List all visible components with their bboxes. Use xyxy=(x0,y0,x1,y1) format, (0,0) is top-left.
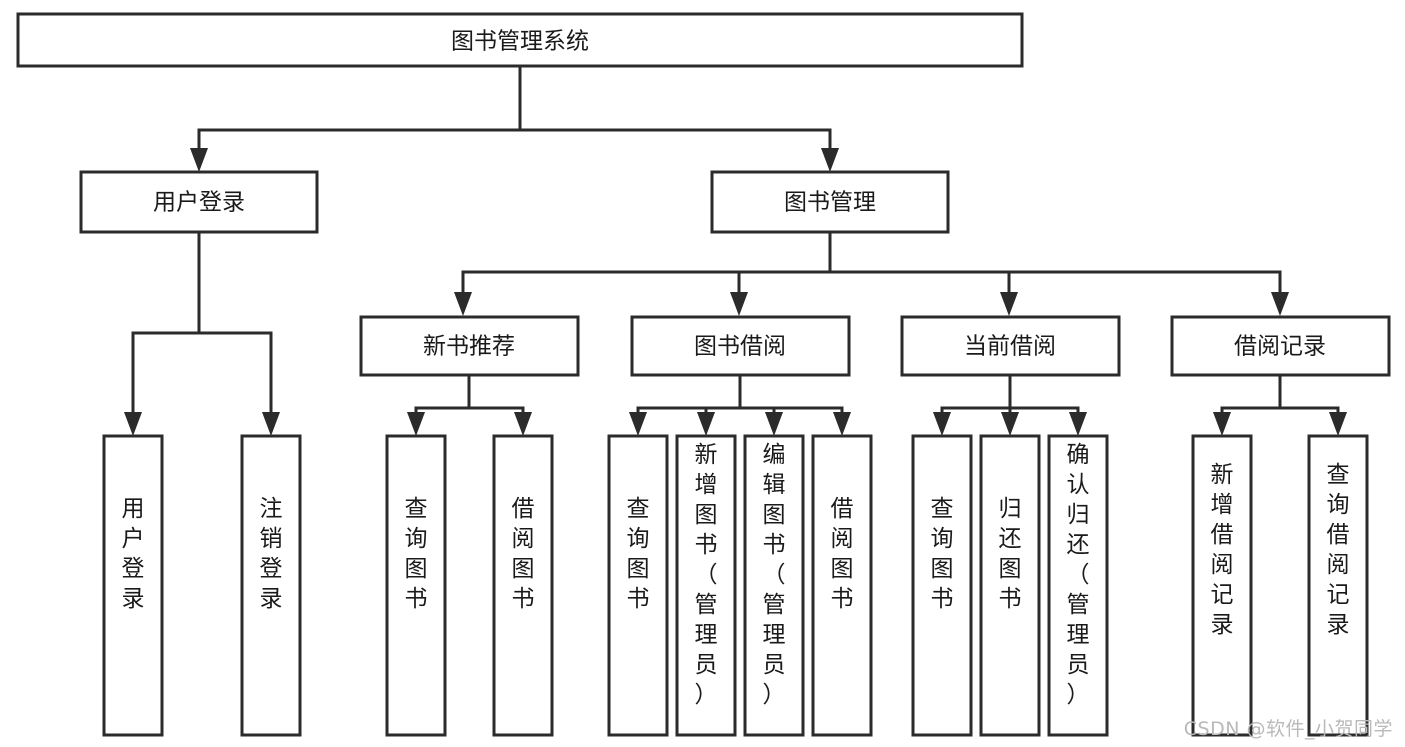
node-root[interactable]: 图书管理系统 xyxy=(16,12,1024,68)
node-borrow-record-label: 借阅记录 xyxy=(1234,334,1326,360)
node-current-borrow[interactable]: 当前借阅 xyxy=(900,315,1121,377)
arrow-to-leaf-query-book-1 xyxy=(407,412,425,436)
node-leaf-user-logout-box[interactable] xyxy=(240,434,302,737)
csdn-watermark: CSDN @软件_小贺同学 xyxy=(1183,718,1393,740)
node-leaf-user-login[interactable]: 用户登录 xyxy=(102,434,164,737)
arrow-to-borrow-record xyxy=(1271,292,1289,316)
node-leaf-add-record-box[interactable] xyxy=(1191,434,1253,737)
node-leaf-add-record[interactable]: 新增借阅记录 xyxy=(1191,434,1253,737)
node-book-borrow-label: 图书借阅 xyxy=(694,334,786,360)
arrow-to-leaf-confirm-return xyxy=(1069,412,1087,436)
arrow-to-leaf-query-book-3 xyxy=(933,412,951,436)
node-leaf-query-book-3[interactable]: 查询图书 xyxy=(911,434,973,737)
arrow-to-leaf-edit-book xyxy=(765,412,783,436)
arrow-to-book-borrow xyxy=(730,292,748,316)
node-leaf-query-record-label: 查询借阅记录 xyxy=(1327,462,1350,638)
arrow-to-leaf-user-logout xyxy=(262,412,280,436)
arrow-to-leaf-add-record xyxy=(1213,412,1231,436)
node-leaf-query-book-3-box[interactable] xyxy=(911,434,973,737)
node-leaf-query-book-2-box[interactable] xyxy=(607,434,669,737)
node-user-login-box[interactable] xyxy=(79,170,319,234)
node-leaf-query-book-1[interactable]: 查询图书 xyxy=(385,434,447,737)
node-leaf-add-book-label: 新增图书（管理员） xyxy=(695,442,718,708)
connector-layer xyxy=(124,64,1347,436)
node-leaf-add-book[interactable]: 新增图书（管理员） xyxy=(675,434,737,737)
node-leaf-user-login-label: 用户登录 xyxy=(122,496,145,612)
node-leaf-borrow-book-1[interactable]: 借阅图书 xyxy=(492,434,554,737)
arrow-to-leaf-return-book xyxy=(1001,412,1019,436)
node-leaf-edit-book-box[interactable] xyxy=(743,434,805,737)
arrow-to-leaf-borrow-book-2 xyxy=(833,412,851,436)
node-leaf-borrow-book-1-box[interactable] xyxy=(492,434,554,737)
node-leaf-user-logout[interactable]: 注销登录 xyxy=(240,434,302,737)
node-leaf-user-login-box[interactable] xyxy=(102,434,164,737)
node-leaf-confirm-return[interactable]: 确认归还（管理员） xyxy=(1047,434,1109,737)
node-root-label: 图书管理系统 xyxy=(451,29,589,55)
node-user-login[interactable]: 用户登录 xyxy=(79,170,319,234)
node-user-login-label: 用户登录 xyxy=(153,190,245,216)
node-leaf-user-logout-label: 注销登录 xyxy=(260,496,283,612)
arrow-to-leaf-query-book-2 xyxy=(629,412,647,436)
node-leaf-query-book-2-label: 查询图书 xyxy=(627,496,650,612)
node-leaf-query-record[interactable]: 查询借阅记录 xyxy=(1307,434,1369,737)
arrow-root-to-book-manage xyxy=(821,148,839,172)
node-leaf-query-book-2[interactable]: 查询图书 xyxy=(607,434,669,737)
arrow-to-leaf-query-record xyxy=(1329,412,1347,436)
node-leaf-query-book-3-label: 查询图书 xyxy=(931,496,954,612)
node-book-borrow-box[interactable] xyxy=(630,315,851,377)
node-book-borrow[interactable]: 图书借阅 xyxy=(630,315,851,377)
arrow-to-new-book-rec xyxy=(454,292,472,316)
node-leaf-query-record-box[interactable] xyxy=(1307,434,1369,737)
arrow-to-leaf-user-login xyxy=(124,412,142,436)
node-current-borrow-label: 当前借阅 xyxy=(964,334,1056,360)
node-leaf-return-book-label: 归还图书 xyxy=(999,496,1022,612)
node-leaf-borrow-book-2-box[interactable] xyxy=(811,434,873,737)
node-book-manage[interactable]: 图书管理 xyxy=(710,170,950,234)
node-leaf-add-record-label: 新增借阅记录 xyxy=(1211,462,1234,638)
node-borrow-record-box[interactable] xyxy=(1170,315,1391,377)
node-borrow-record[interactable]: 借阅记录 xyxy=(1170,315,1391,377)
node-leaf-confirm-return-label: 确认归还（管理员） xyxy=(1067,442,1090,708)
node-leaf-confirm-return-box[interactable] xyxy=(1047,434,1109,737)
node-root-box[interactable] xyxy=(16,12,1024,68)
node-new-book-rec-label: 新书推荐 xyxy=(423,334,515,360)
node-leaf-borrow-book-2[interactable]: 借阅图书 xyxy=(811,434,873,737)
node-new-book-rec-box[interactable] xyxy=(359,315,580,377)
node-leaf-borrow-book-2-label: 借阅图书 xyxy=(831,496,854,612)
node-book-manage-box[interactable] xyxy=(710,170,950,234)
node-leaf-edit-book-label: 编辑图书（管理员） xyxy=(763,442,786,708)
node-leaf-query-book-1-label: 查询图书 xyxy=(405,496,428,612)
arrow-to-leaf-add-book xyxy=(697,412,715,436)
arrow-to-leaf-borrow-book-1 xyxy=(514,412,532,436)
node-current-borrow-box[interactable] xyxy=(900,315,1121,377)
node-leaf-return-book[interactable]: 归还图书 xyxy=(979,434,1041,737)
node-new-book-rec[interactable]: 新书推荐 xyxy=(359,315,580,377)
node-book-manage-label: 图书管理 xyxy=(784,190,876,216)
arrow-to-current-borrow xyxy=(1000,292,1018,316)
node-leaf-edit-book[interactable]: 编辑图书（管理员） xyxy=(743,434,805,737)
node-leaf-return-book-box[interactable] xyxy=(979,434,1041,737)
arrow-root-to-user-login xyxy=(190,148,208,172)
node-leaf-add-book-box[interactable] xyxy=(675,434,737,737)
node-leaf-query-book-1-box[interactable] xyxy=(385,434,447,737)
node-leaf-borrow-book-1-label: 借阅图书 xyxy=(512,496,535,612)
